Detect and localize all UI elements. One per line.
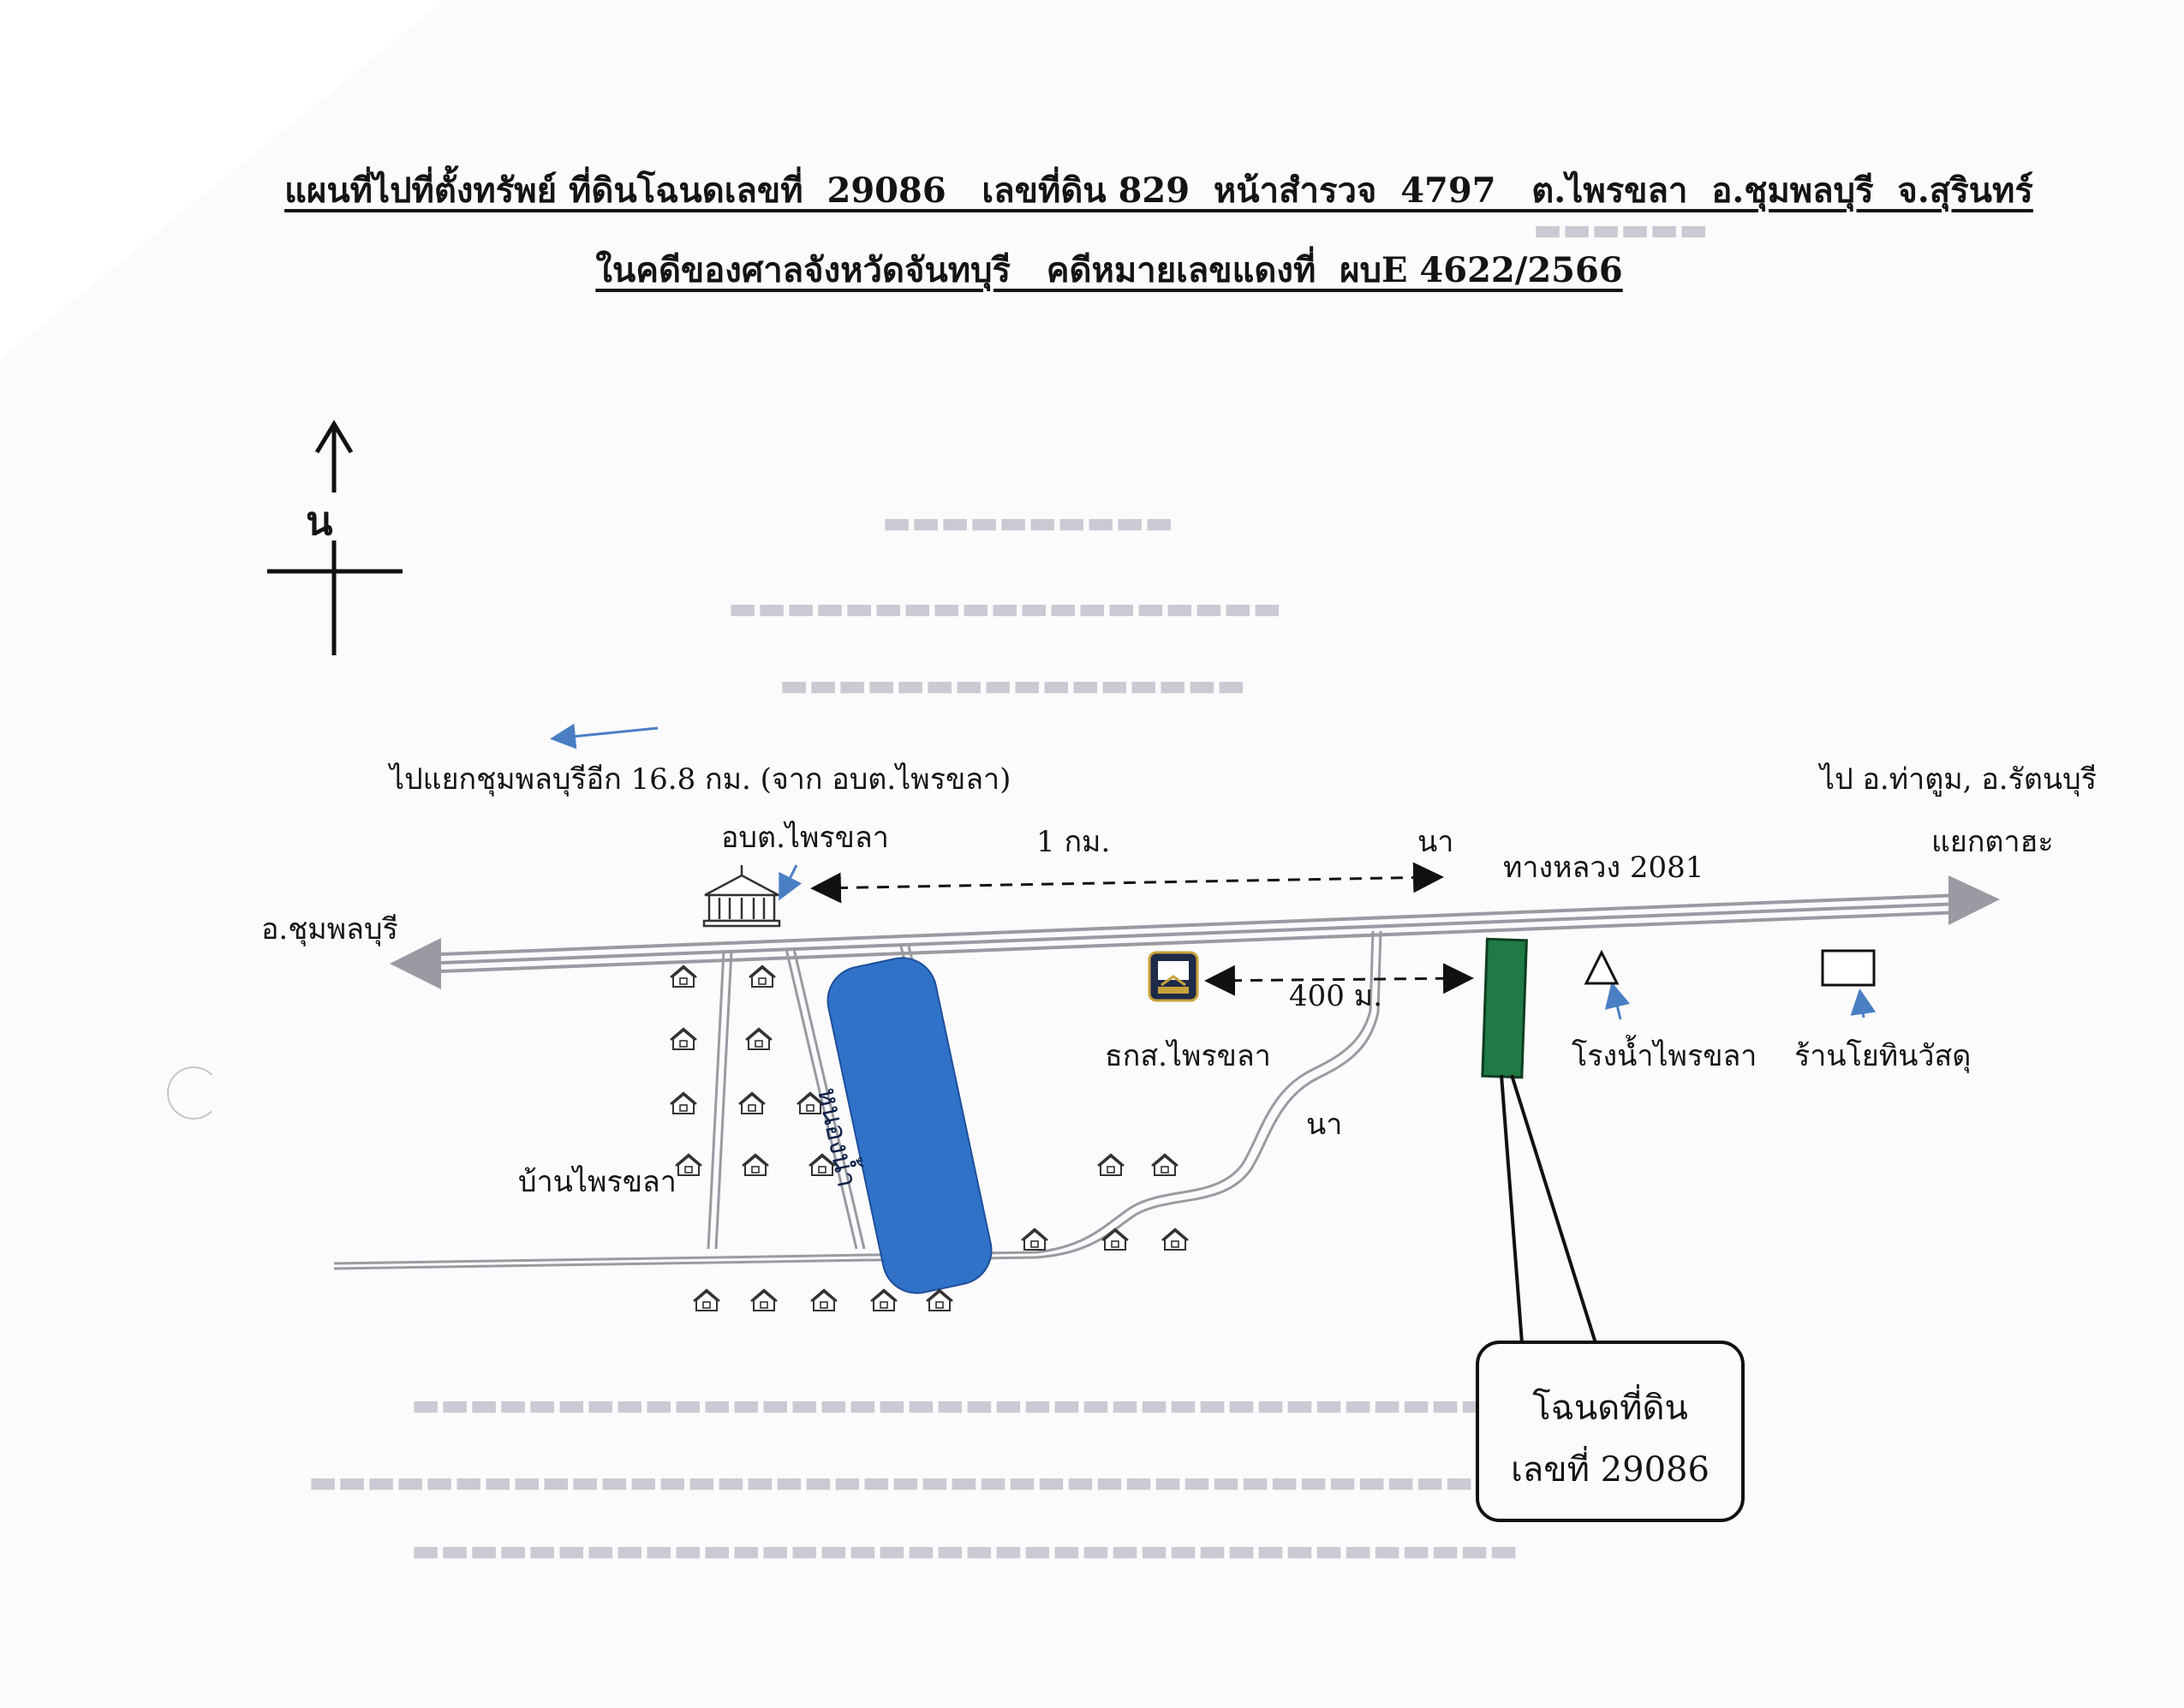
land-plot-29086 bbox=[1481, 937, 1528, 1079]
hardware-store-icon bbox=[1821, 949, 1876, 987]
east-arrow-icon bbox=[1948, 875, 2000, 925]
label-ta-sa-junction: แยกตาฮะ bbox=[1931, 825, 2054, 859]
pointer-arrow-icon bbox=[1604, 982, 1631, 1020]
label-field-north: นา bbox=[1417, 825, 1454, 859]
distance-400m-arrow bbox=[1204, 963, 1474, 996]
page-corner bbox=[0, 0, 445, 360]
bleed-through-mark: ▬▬▬▬▬▬▬▬▬▬▬▬▬▬▬▬▬▬▬ bbox=[728, 591, 1282, 626]
label-to-tha-tum: ไป อ.ท่าตูม, อ.รัตนบุรี bbox=[1820, 762, 2097, 797]
label-highway: ทางหลวง 2081 bbox=[1503, 851, 1704, 885]
label-district-chumphon: อ.ชุมพลบุรี bbox=[261, 912, 398, 947]
binder-hole bbox=[167, 1066, 220, 1120]
water-plant-icon bbox=[1584, 949, 1620, 985]
map-title: แผนที่ไปที่ตั้งทรัพย์ ที่ดินโฉนดเลขที่ 2… bbox=[284, 170, 2033, 211]
label-field-south: นา bbox=[1306, 1108, 1343, 1142]
title-deed-callout: โฉนดที่ดิน เลขที่ 29086 bbox=[1476, 1341, 1745, 1522]
callout-title: โฉนดที่ดิน bbox=[1532, 1388, 1688, 1428]
label-north: น bbox=[306, 498, 333, 544]
pointer-arrow-icon bbox=[1850, 988, 1877, 1018]
label-water-plant: โรงน้ำไพรขลา bbox=[1572, 1039, 1757, 1073]
bleed-through-mark: ▬▬▬▬▬▬▬▬▬▬▬▬▬▬▬▬▬▬▬▬▬▬▬▬▬▬▬▬▬▬▬▬▬▬▬▬▬▬ bbox=[411, 1533, 1519, 1568]
distance-1km-arrow bbox=[810, 862, 1444, 904]
direction-arrow-icon bbox=[550, 723, 659, 749]
label-sao-office: อบต.ไพรขลา bbox=[721, 821, 889, 855]
label-distance-1km: 1 กม. bbox=[1036, 825, 1111, 859]
case-reference: ในคดีของศาลจังหวัดจันทบุรี คดีหมายเลขแดง… bbox=[595, 250, 1623, 290]
bleed-through-mark: ▬▬▬▬▬▬▬▬▬▬▬▬▬▬▬▬▬▬▬▬▬▬▬▬▬▬▬▬▬▬▬▬▬▬▬▬▬▬▬▬… bbox=[308, 1465, 1620, 1500]
callout-pointer bbox=[1500, 1074, 1524, 1344]
label-distance-400m: 400 ม. bbox=[1289, 979, 1382, 1013]
label-hardware-store: ร้านโยทินวัสดุ bbox=[1794, 1039, 1972, 1073]
government-building-icon bbox=[702, 865, 781, 928]
baac-bank-icon bbox=[1148, 951, 1199, 1002]
bleed-through-mark: ▬▬▬▬▬▬▬▬▬▬▬▬▬▬▬▬▬▬▬▬▬▬▬▬▬▬▬▬▬▬▬▬▬▬▬▬▬▬▬▬… bbox=[411, 1388, 1606, 1423]
west-arrow-icon bbox=[390, 938, 441, 989]
callout-deed-number: เลขที่ 29086 bbox=[1511, 1450, 1710, 1490]
bleed-through-mark: ▬▬▬▬▬▬▬▬▬▬▬▬▬▬▬▬ bbox=[779, 668, 1246, 703]
bleed-through-mark: ▬▬▬▬▬▬▬▬▬▬ bbox=[882, 505, 1174, 540]
label-baac-branch: ธกส.ไพรขลา bbox=[1105, 1039, 1271, 1073]
label-village: บ้านไพรขลา bbox=[518, 1165, 677, 1199]
pointer-arrow-icon bbox=[779, 864, 803, 901]
label-to-chumphon-junction: ไปแยกชุมพลบุรีอีก 16.8 กม. (จาก อบต.ไพรข… bbox=[390, 762, 1011, 797]
pond bbox=[826, 957, 993, 1294]
highway-2081 bbox=[390, 875, 2000, 989]
north-compass bbox=[267, 420, 403, 655]
bleed-through-mark: ▬▬▬▬▬▬ bbox=[1533, 212, 1709, 248]
